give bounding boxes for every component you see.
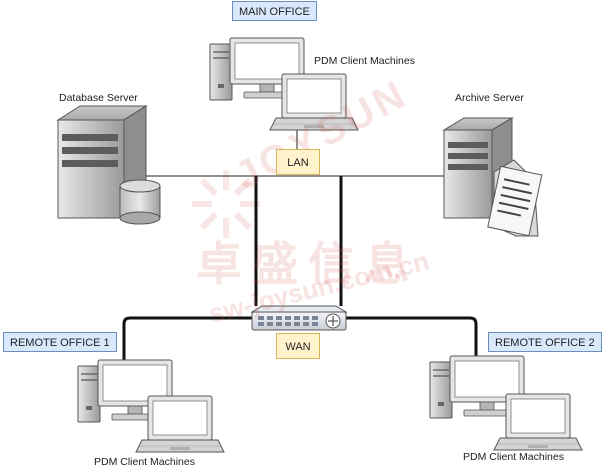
archive-server-icon xyxy=(442,117,543,237)
switch-remote1-link xyxy=(122,316,252,370)
archive-server-label: Archive Server xyxy=(455,92,524,104)
database-server-label: Database Server xyxy=(59,92,138,104)
remote-office-1-laptop-icon xyxy=(135,395,225,453)
database-server-icon xyxy=(56,105,161,225)
switch-remote2-link xyxy=(344,316,478,366)
remote-office-2-laptop-icon xyxy=(493,393,583,451)
watermark-starburst-icon xyxy=(192,170,260,238)
main-office-laptop-icon xyxy=(269,73,359,131)
remote-office-1-clients-label: PDM Client Machines xyxy=(94,456,195,468)
remote-office-2-clients-label: PDM Client Machines xyxy=(463,451,564,463)
remote-office-1-label: REMOTE OFFICE 1 xyxy=(3,332,117,352)
main-office-clients-label: PDM Client Machines xyxy=(314,55,415,67)
remote-office-2-label: REMOTE OFFICE 2 xyxy=(488,332,602,352)
main-office-label: MAIN OFFICE xyxy=(232,1,317,21)
wan-switch-icon xyxy=(250,305,348,331)
lan-label: LAN xyxy=(276,149,320,175)
wan-label: WAN xyxy=(276,333,320,359)
